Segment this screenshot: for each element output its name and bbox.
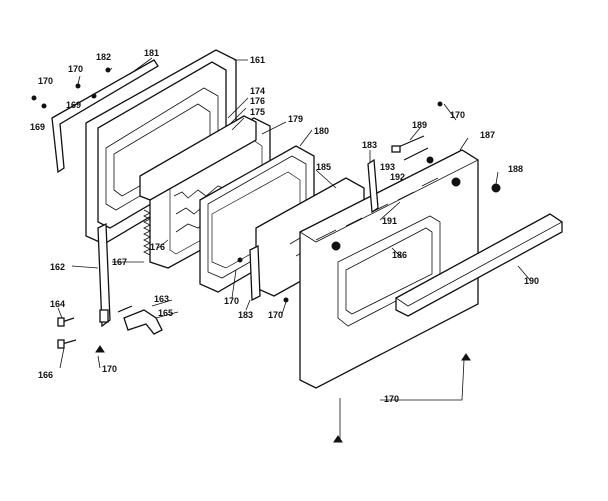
label-183a: 183: [362, 140, 377, 150]
label-189: 189: [412, 120, 427, 130]
label-161: 161: [250, 55, 265, 65]
label-166: 166: [38, 370, 53, 380]
hinge-assembly-part: [97, 222, 111, 328]
hinge-lever-part: [123, 309, 163, 335]
front-door-panel-part: [299, 149, 479, 389]
part-labels: 161 181 182 170 170 169 169 174 176 175 …: [30, 48, 539, 404]
label-170a: 170: [38, 76, 53, 86]
hinge-spring-part: [143, 209, 151, 256]
label-162: 162: [50, 262, 65, 272]
label-183b: 183: [238, 310, 253, 320]
label-179: 179: [288, 114, 303, 124]
gasket-strip-part: [51, 59, 159, 174]
leader-lines: [57, 57, 531, 440]
label-170g: 170: [384, 394, 399, 404]
label-193: 193: [380, 162, 395, 172]
door-handle-part: [395, 213, 563, 317]
label-170e: 170: [268, 310, 283, 320]
label-169b: 169: [30, 122, 45, 132]
label-167: 167: [112, 257, 127, 267]
label-176a: 176: [250, 96, 265, 106]
screw-parts: [31, 67, 501, 443]
label-164: 164: [50, 299, 65, 309]
label-187: 187: [480, 130, 495, 140]
label-169a: 169: [66, 100, 81, 110]
label-186: 186: [392, 250, 407, 260]
side-bracket-part: [249, 158, 379, 302]
label-170b: 170: [68, 64, 83, 74]
inner-panel-part: [139, 115, 257, 201]
label-185: 185: [316, 162, 331, 172]
label-188: 188: [508, 164, 523, 174]
label-181: 181: [144, 48, 159, 58]
label-176b: 176: [150, 242, 165, 252]
label-170f: 170: [102, 364, 117, 374]
label-190: 190: [524, 276, 539, 286]
label-170c: 170: [450, 110, 465, 120]
label-182: 182: [96, 52, 111, 62]
label-191: 191: [382, 216, 397, 226]
label-165: 165: [158, 308, 173, 318]
label-175: 175: [250, 107, 265, 117]
label-163: 163: [154, 294, 169, 304]
label-170d: 170: [224, 296, 239, 306]
label-174: 174: [250, 86, 265, 96]
label-180: 180: [314, 126, 329, 136]
label-192: 192: [390, 172, 405, 182]
